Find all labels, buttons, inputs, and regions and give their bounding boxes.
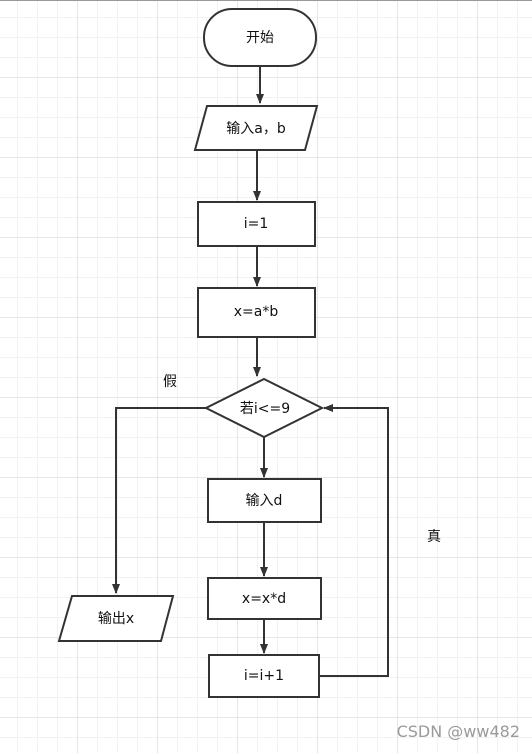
multiply-label: x=x*d [241,591,287,607]
edge-false-to-output [112,407,206,594]
increment-label: i=i+1 [243,668,285,684]
input-d-box [207,478,322,523]
output-x-label: 输出x [97,611,135,627]
condition-label: 若i<=9 [239,401,291,417]
input-ab-label: 输入a，b [226,121,286,137]
canvas-top-border [0,0,532,1]
start-terminal [203,8,317,67]
start-label: 开始 [246,30,274,46]
input-d-label: 输入d [245,493,283,509]
input-ab-parallelogram [193,105,319,151]
init-i-box [197,201,316,247]
multiply-box [207,577,322,620]
edge-loop-back [319,404,389,677]
true-branch-label: 真 [427,529,441,545]
increment-box [208,654,320,698]
init-i-label: i=1 [243,216,269,232]
output-x-parallelogram [57,595,175,642]
false-branch-label: 假 [163,374,177,390]
assign-x-label: x=a*b [233,304,279,320]
condition-diamond [203,377,325,439]
watermark: CSDN @ww482 [396,722,520,741]
assign-x-box [197,287,316,338]
